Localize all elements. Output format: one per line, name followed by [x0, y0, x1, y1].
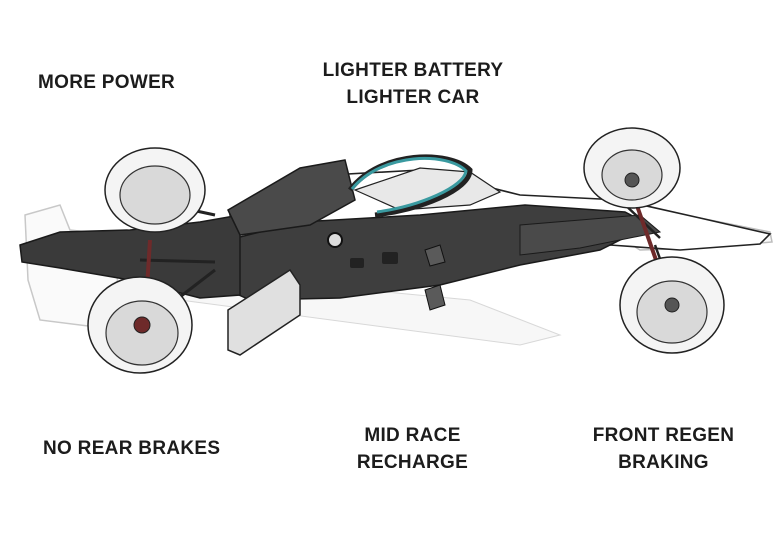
label-lighter-battery-line1: LIGHTER BATTERY: [322, 60, 504, 81]
label-front-regen-line1: FRONT REGEN: [592, 425, 735, 446]
label-no-rear-brakes-text: NO REAR BRAKES: [43, 438, 221, 459]
vent-4: [424, 284, 446, 311]
front-tyre-upper: [583, 127, 681, 209]
engine-cover: [19, 214, 241, 299]
nose-stripe: [519, 214, 662, 256]
label-mid-race-line1: MID RACE: [364, 425, 461, 446]
rear-tyre-upper: [104, 147, 206, 233]
vent-2: [382, 252, 398, 264]
vent-3: [424, 244, 446, 267]
fuel-cap: [327, 232, 343, 248]
label-mid-race-line2: RECHARGE: [356, 452, 469, 473]
label-more-power-text: MORE POWER: [38, 72, 176, 93]
side-panel: [227, 268, 301, 356]
label-lighter-battery: LIGHTER BATTERY LIGHTER CAR: [318, 57, 508, 111]
rear-tyre-lower: [87, 276, 193, 374]
halo-accent: [350, 156, 468, 214]
front-tyre-lower: [619, 256, 725, 354]
label-more-power: MORE POWER: [38, 69, 175, 96]
label-front-regen-line2: BRAKING: [618, 452, 709, 473]
label-no-rear-brakes: NO REAR BRAKES: [43, 435, 220, 462]
label-front-regen-braking: FRONT REGEN BRAKING: [586, 422, 741, 476]
label-mid-race-recharge: MID RACE RECHARGE: [345, 422, 480, 476]
airbox: [227, 159, 356, 236]
label-lighter-battery-line2: LIGHTER CAR: [346, 87, 480, 108]
vent-1: [350, 258, 364, 268]
